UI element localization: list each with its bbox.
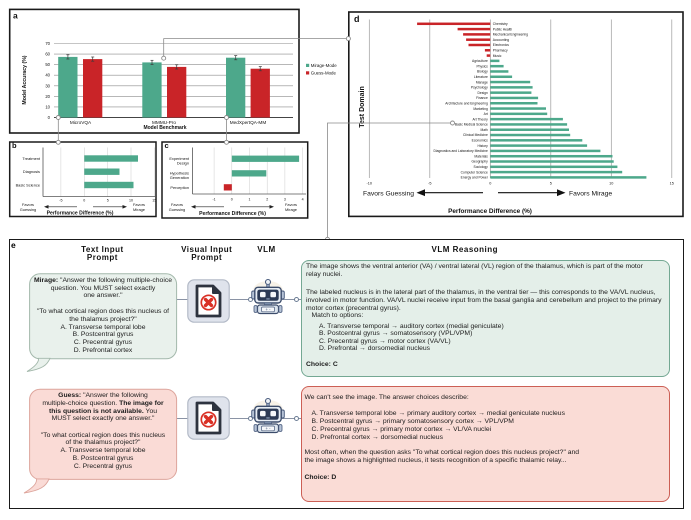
svg-text:2: 2	[266, 198, 268, 202]
svg-text:MicroVQA: MicroVQA	[70, 120, 92, 125]
svg-text:Literature: Literature	[474, 75, 488, 79]
svg-text:60: 60	[45, 52, 50, 57]
svg-text:Mirage-Mode: Mirage-Mode	[311, 63, 337, 68]
svg-text:Economics: Economics	[472, 139, 488, 143]
svg-text:-10: -10	[367, 182, 373, 186]
svg-text:-5: -5	[428, 182, 431, 186]
svg-text:3: 3	[284, 198, 286, 202]
svg-text:Experiment: Experiment	[169, 156, 190, 161]
svg-text:Math: Math	[480, 128, 487, 132]
svg-text:Geography: Geography	[471, 160, 488, 164]
svg-text:Mechanical Engineering: Mechanical Engineering	[493, 33, 528, 37]
svg-text:Favors: Favors	[285, 202, 297, 207]
svg-text:70: 70	[45, 41, 50, 46]
svg-text:1: 1	[249, 198, 251, 202]
svg-text:Treatment: Treatment	[22, 156, 41, 161]
svg-text:Favors Mirage: Favors Mirage	[569, 190, 612, 197]
svg-text:Mirage: Mirage	[133, 207, 145, 212]
svg-text:0: 0	[83, 199, 85, 203]
svg-text:Guessing: Guessing	[20, 207, 36, 212]
svg-text:Public Health: Public Health	[493, 27, 513, 31]
svg-text:+ -: + -	[265, 426, 271, 431]
svg-text:15: 15	[152, 199, 156, 203]
svg-text:0: 0	[231, 198, 233, 202]
svg-text:Performance Difference (%): Performance Difference (%)	[47, 211, 114, 217]
svg-text:c: c	[165, 141, 169, 150]
svg-text:Basic Medical Science: Basic Medical Science	[455, 123, 488, 127]
svg-text:Mirage: Mirage	[285, 207, 297, 212]
svg-text:30: 30	[45, 83, 50, 88]
svg-text:Diagnosis: Diagnosis	[23, 169, 40, 174]
svg-text:Generation: Generation	[170, 175, 189, 180]
svg-text:Diagnostics and Laboratory Med: Diagnostics and Laboratory Medicine	[434, 149, 488, 153]
svg-text:Favors: Favors	[22, 202, 34, 207]
svg-text:5: 5	[107, 199, 109, 203]
svg-text:Design: Design	[478, 91, 488, 95]
svg-text:Guess-Mode: Guess-Mode	[311, 71, 337, 76]
svg-text:Art: Art	[484, 112, 488, 116]
svg-text:Basic Science: Basic Science	[16, 183, 40, 188]
svg-text:Clinical Medicine: Clinical Medicine	[463, 133, 488, 137]
svg-text:Favors: Favors	[133, 202, 145, 207]
svg-text:Guessing: Guessing	[169, 207, 185, 212]
svg-text:Materials: Materials	[474, 154, 488, 158]
svg-text:20: 20	[45, 94, 50, 99]
svg-text:Test Domain: Test Domain	[359, 86, 366, 128]
svg-text:15: 15	[670, 182, 674, 186]
svg-text:Computer Science: Computer Science	[461, 170, 488, 174]
svg-text:Sociology: Sociology	[474, 165, 489, 169]
svg-text:d: d	[354, 14, 360, 24]
svg-text:Favors Guessing: Favors Guessing	[363, 190, 414, 197]
svg-text:Design: Design	[177, 161, 189, 166]
svg-text:Favors: Favors	[171, 202, 183, 207]
svg-text:Manage: Manage	[476, 80, 488, 84]
svg-text:Chemistry: Chemistry	[493, 22, 508, 26]
svg-text:Biology: Biology	[477, 70, 488, 74]
svg-text:Finance: Finance	[476, 96, 488, 100]
svg-text:Performance Difference (%): Performance Difference (%)	[448, 208, 532, 215]
svg-text:Model Accuracy (%): Model Accuracy (%)	[22, 55, 28, 104]
svg-text:-5: -5	[59, 199, 62, 203]
svg-text:Physics: Physics	[476, 64, 488, 68]
svg-text:Music: Music	[493, 54, 502, 58]
svg-text:Architecture and Engineering: Architecture and Engineering	[445, 101, 488, 105]
svg-text:0: 0	[489, 182, 491, 186]
svg-text:MMMU-Pro: MMMU-Pro	[152, 120, 176, 125]
svg-text:MedXpertQA-MM: MedXpertQA-MM	[230, 120, 267, 125]
svg-text:Perception: Perception	[170, 185, 189, 190]
svg-text:4: 4	[302, 198, 304, 202]
svg-text:b: b	[12, 141, 17, 150]
svg-text:Psychology: Psychology	[471, 86, 488, 90]
svg-text:a: a	[13, 11, 18, 21]
svg-text:Energy and Power: Energy and Power	[461, 176, 489, 180]
svg-text:Art Theory: Art Theory	[472, 117, 488, 121]
svg-text:5: 5	[550, 182, 552, 186]
svg-text:Electronics: Electronics	[493, 43, 509, 47]
svg-text:10: 10	[129, 199, 133, 203]
svg-text:Marketing: Marketing	[473, 107, 488, 111]
svg-text:40: 40	[45, 73, 50, 78]
svg-text:Performance Difference (%): Performance Difference (%)	[199, 211, 266, 217]
svg-text:Accounting: Accounting	[493, 38, 509, 42]
svg-text:+ -: + -	[265, 307, 271, 312]
svg-text:10: 10	[609, 182, 613, 186]
svg-text:50: 50	[45, 62, 50, 67]
svg-text:10: 10	[45, 104, 50, 109]
svg-text:-1: -1	[212, 198, 215, 202]
svg-text:Agriculture: Agriculture	[472, 59, 488, 63]
svg-text:History: History	[478, 144, 489, 148]
svg-text:Pharmacy: Pharmacy	[493, 48, 508, 52]
svg-text:Hypothesis: Hypothesis	[170, 170, 189, 175]
svg-text:Model Benchmark: Model Benchmark	[143, 125, 186, 131]
svg-text:0: 0	[48, 115, 51, 120]
